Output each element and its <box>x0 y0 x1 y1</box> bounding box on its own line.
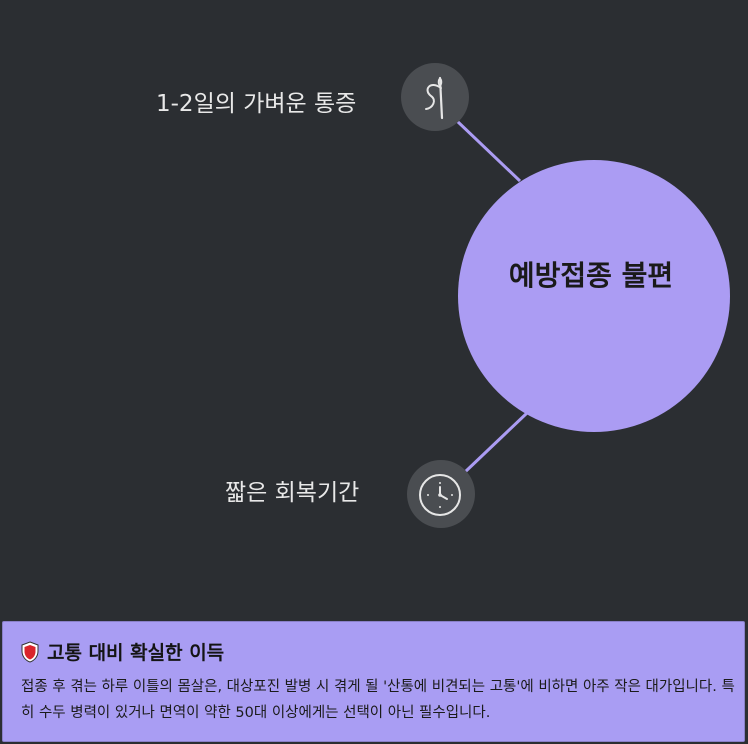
center-node <box>458 160 730 432</box>
shield-icon <box>21 640 39 663</box>
center-node-label: 예방접종 불편 <box>508 259 674 292</box>
mind-map-diagram: 1-2일의 가벼운 통증 짧은 회복기간 예방접종 불편 <box>156 63 730 528</box>
diagram-canvas <box>401 63 730 528</box>
card-title: 고통 대비 확실한 이득 <box>47 642 225 664</box>
connector-line-top <box>455 119 522 183</box>
connector-line-bottom <box>463 411 529 474</box>
branch-label-recovery: 짧은 회복기간 <box>225 480 360 506</box>
card-body-text: 접종 후 겪는 하루 이틀의 몸살은, 대상포진 발병 시 겪게 될 '산통에 … <box>21 679 735 721</box>
clock-icon <box>407 460 475 528</box>
needle-icon <box>401 63 469 131</box>
branch-label-pain: 1-2일의 가벼운 통증 <box>156 91 357 117</box>
info-card: 고통 대비 확실한 이득 접종 후 겪는 하루 이틀의 몸살은, 대상포진 발병… <box>2 621 745 742</box>
card-header: 고통 대비 확실한 이득 <box>21 638 224 665</box>
